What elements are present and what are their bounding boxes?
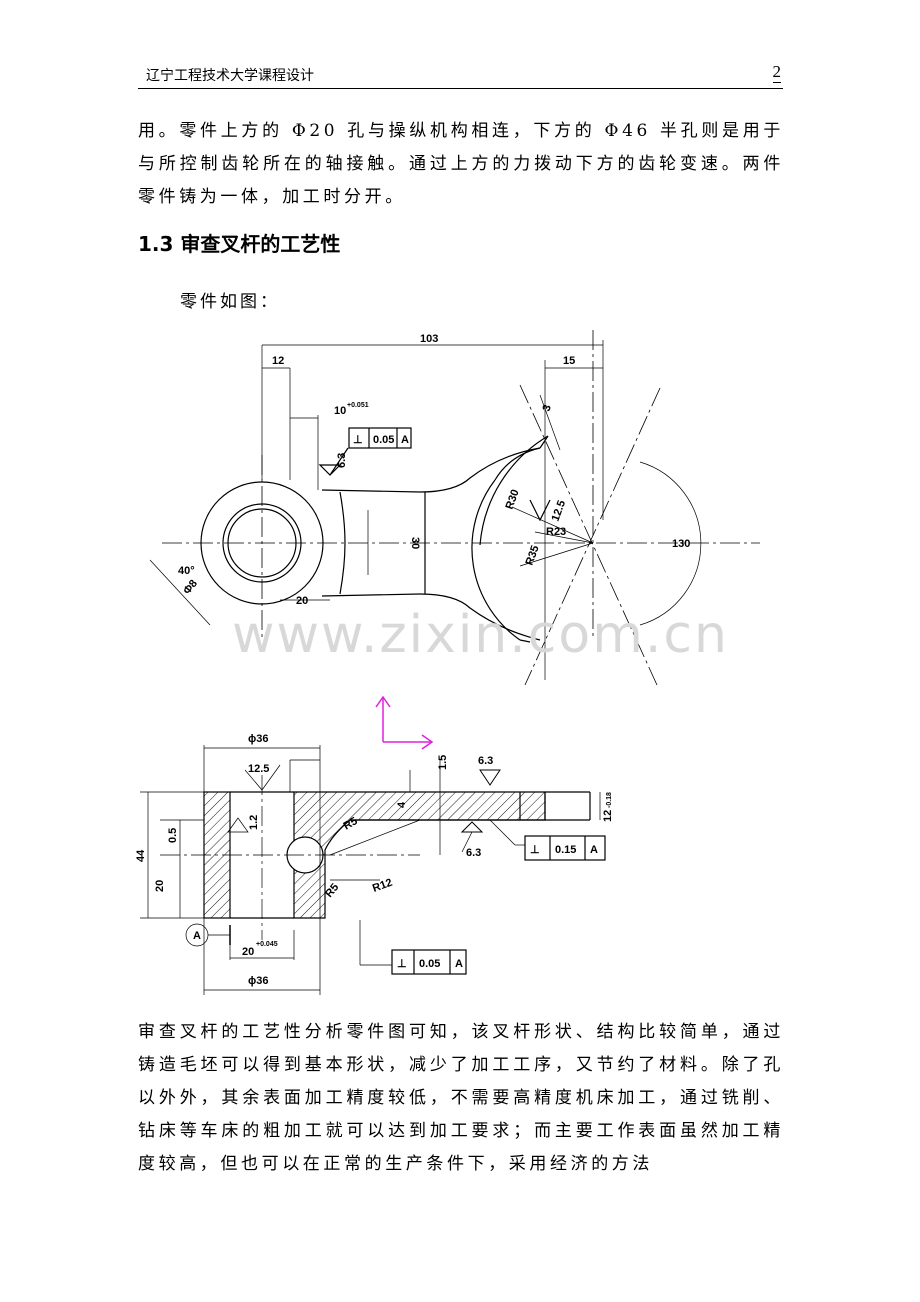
rough-12-5-b: 12.5 [248,763,269,775]
r35: R35 [524,544,542,567]
hole-20: 20 [242,946,254,958]
angle-130: 130 [672,538,690,550]
width-30: 30 [409,537,421,549]
rough-12-5: 12.5 [550,499,569,523]
dia36-bottom: ϕ36 [248,975,268,987]
dim-20-b: 20 [154,880,166,892]
header-title: 辽宁工程技术大学课程设计 [146,68,314,84]
page-header: 辽宁工程技术大学课程设计 2 [138,62,783,89]
frame1-tol: 0.05 [373,434,394,446]
top-view-labels: 103 12 15 10 +0.051 ⊥ 0.05 A 6.3 R30 R23… [178,333,690,607]
watermark: www.zixin.com.cn [232,605,729,665]
rough-1-2: 1.2 [248,815,260,830]
frame1-datum: A [401,434,409,446]
dia36-top: ϕ36 [248,733,268,745]
intro-paragraph: 用。零件上方的 Φ20 孔与操纵机构相连，下方的 Φ46 半孔则是用于与所控制齿… [138,121,784,207]
section-labels: ϕ36 ϕ36 12.5 1.2 6.3 6.3 0.5 44 20 1.5 4… [135,733,614,987]
section-dims [140,745,606,995]
frame3-sym: ⊥ [397,958,407,970]
chamfer-3: 3 [541,403,554,413]
r23: R23 [546,526,566,538]
rough-6-3-bottom: 6.3 [466,847,481,859]
frame2-datum: A [590,844,598,856]
figure-caption: 零件如图： [180,292,280,312]
rough-6-3: 6.3 [336,453,348,468]
r30: R30 [504,488,522,511]
dim-10: 10 [334,405,346,417]
dim-0-5: 0.5 [167,828,179,843]
frame2-sym: ⊥ [530,844,540,856]
dim-15: 15 [563,355,575,367]
axis-marker [375,695,434,750]
frame1-sym: ⊥ [353,434,363,446]
dim-12-right: 12 [602,810,614,822]
dim-1-5: 1.5 [437,755,449,770]
r12: R12 [371,877,394,895]
section-heading: 1.3 审查叉杆的工艺性 [138,232,341,256]
frame3-tol: 0.05 [419,958,440,970]
frame2-tol: 0.15 [555,844,576,856]
dim-4: 4 [396,801,408,808]
page-number: 2 [772,62,781,83]
dim-20: 20 [296,595,308,607]
rough-6-3-top: 6.3 [478,755,493,767]
dim-103: 103 [420,333,438,345]
frame3-datum: A [455,958,463,970]
dim-10-tol: +0.051 [347,402,369,409]
part-drawing: 103 12 15 10 +0.051 ⊥ 0.05 A 6.3 R30 R23… [135,330,760,995]
top-view [149,330,760,686]
dim-12-tol: -0.18 [606,792,613,808]
r5-bottom: R5 [323,881,341,899]
angle-40: 40° [178,565,195,577]
dia-8: Φ8 [181,578,200,597]
dim-12: 12 [272,355,284,367]
datum-a: A [193,930,201,942]
dim-44: 44 [135,849,147,862]
body-paragraph: 审查叉杆的工艺性分析零件图可知，该叉杆形状、结构比较简单，通过铸造毛坯可以得到基… [138,1022,784,1174]
hole-20-tol: +0.045 [256,941,278,948]
